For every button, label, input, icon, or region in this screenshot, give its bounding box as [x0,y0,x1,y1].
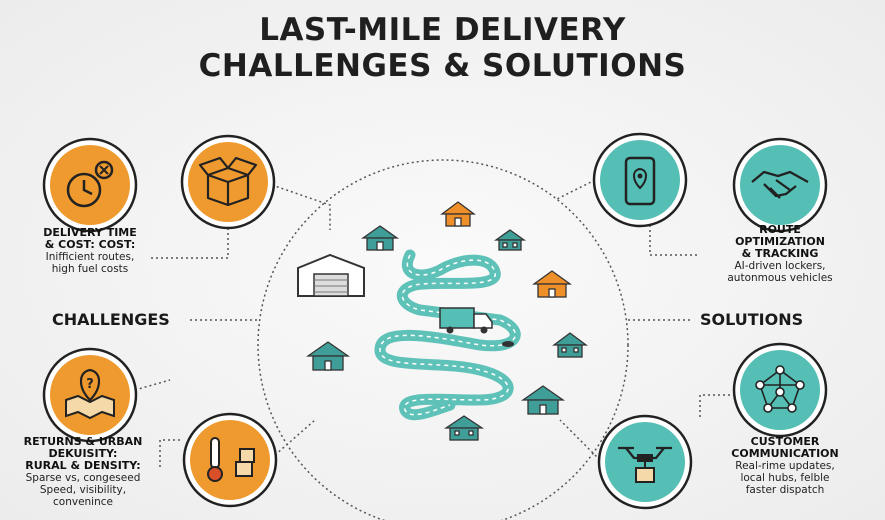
challenge-desc: high fuel costs [51,263,129,275]
solution-title: COMMUNICATION [731,447,839,460]
delivery-truck-icon [439,307,493,334]
solution-route-optimization: ROUTE OPTIMIZATION & TRACKING AI-driven … [705,223,855,285]
house-icon [520,385,566,415]
challenge-desc: convenince [53,496,113,508]
connector [274,419,316,456]
connector [150,228,229,259]
solution-desc: autonmous vehicles [727,272,833,284]
challenge-title: & COST: COST: [44,238,136,251]
challenge-delivery-time: DELIVERY TIME & COST: COST: Inifficient … [20,226,160,276]
challenge-title: DEKUISITY: [48,447,118,460]
solution-title: & TRACKING [741,247,819,260]
solution-desc: local hubs, felble [740,472,830,484]
phone-location-icon [592,132,688,228]
solution-desc: AI-driven lockers, [734,260,826,272]
house-icon [531,270,573,298]
central-dashed-ring [257,159,629,520]
open-box-icon [180,134,276,230]
warehouse-icon [297,253,365,297]
challenges-label: CHALLENGES [52,310,170,329]
house-icon [552,332,588,358]
challenge-title: RURAL & DENSITY: [25,459,141,472]
challenge-desc: Speed, visibility, [39,484,127,496]
challenge-title: RETURNS & URBAN [23,435,143,448]
solution-desc: Real-rime updates, [735,460,835,472]
house-icon [493,229,527,251]
connector [271,184,331,230]
connector [559,419,601,461]
title-line-2: CHALLENGES & SOLUTIONS [198,48,687,84]
solution-title: CUSTOMER [750,435,820,448]
connector [134,379,171,391]
drone-icon [597,414,693,510]
challenge-title: DELIVERY TIME [43,226,137,239]
connector [554,179,596,201]
winding-road [374,249,521,421]
svg-text:?: ? [86,377,94,392]
scooter-icon [502,341,514,347]
solution-customer-communication: CUSTOMER COMMUNICATION Real-rime updates… [715,435,855,497]
title-line-1: LAST-MILE DELIVERY [259,12,626,48]
handshake-icon [732,137,828,233]
challenge-desc: Sparse vs, congeseed [25,472,141,484]
solutions-label: SOLUTIONS [700,310,804,329]
solution-desc: faster dispatch [745,484,825,496]
connector [699,394,735,420]
house-icon [360,225,400,251]
house-icon [440,201,476,227]
challenge-returns-density: RETURNS & URBAN DEKUISITY: RURAL & DENSI… [8,435,158,509]
connector [159,439,180,470]
solution-title: OPTIMIZATION [735,235,825,248]
clock-cancel-icon [42,137,138,233]
house-icon [305,341,351,371]
house-icon [443,415,485,441]
thermometer-boxes-icon [182,412,278,508]
challenge-desc: Inifficient routes, [45,251,135,263]
map-question-icon: ? [42,347,138,443]
network-icon [732,342,828,438]
solution-title: ROUTE [759,223,801,236]
connector [649,225,700,256]
